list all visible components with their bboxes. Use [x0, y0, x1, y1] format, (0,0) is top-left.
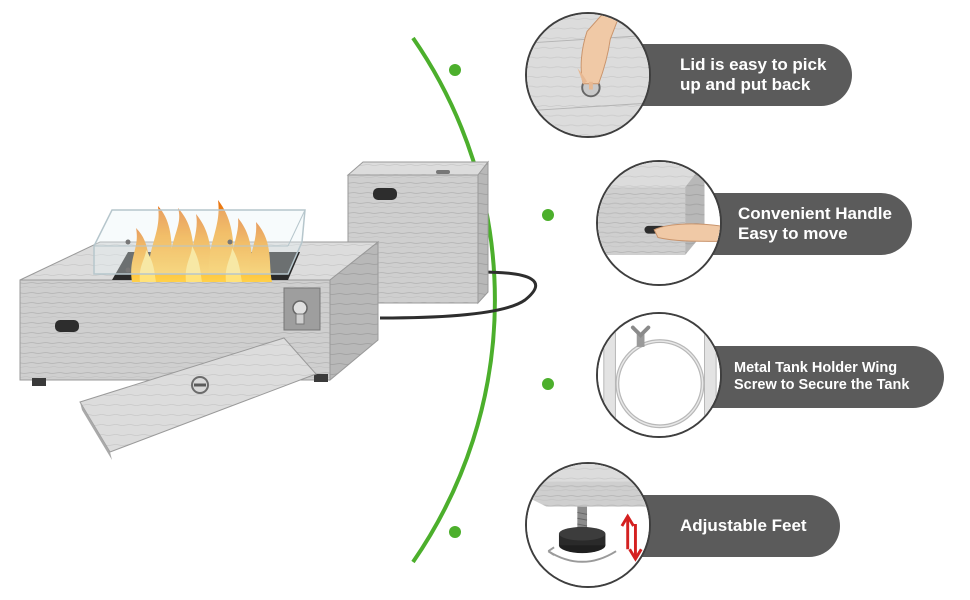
feature-text-line1: Metal Tank Holder Wing [734, 359, 898, 376]
feature-label: Lid is easy to pick up and put back [642, 44, 852, 106]
feature-text-line1: Convenient Handle [738, 203, 892, 223]
feature-label: Convenient Handle Easy to move [712, 193, 912, 255]
feature-label: Adjustable Feet [642, 495, 840, 557]
feature-text-line1: Adjustable Feet [680, 515, 807, 535]
gas-hose [379, 270, 538, 320]
arc-dot [542, 378, 554, 390]
timeline-arc [411, 36, 554, 564]
adjustable-foot-closeup-icon [525, 462, 651, 588]
side-handle-closeup-icon [596, 160, 722, 286]
table-lid [79, 337, 317, 460]
feature-text-line2: up and put back [680, 75, 811, 94]
arc-dot [449, 526, 461, 538]
feature-label: Metal Tank Holder Wing Screw to Secure t… [712, 346, 944, 408]
feature-text-line2: Screw to Secure the Tank [734, 377, 910, 393]
fire-flames [131, 200, 272, 282]
handle-slot [55, 320, 79, 332]
feature-text-line1: Lid is easy to pick [680, 54, 827, 74]
feature-text-line2: Easy to move [738, 224, 848, 243]
arc-dot [449, 64, 461, 76]
arc-dot [542, 209, 554, 221]
handle-slot [373, 188, 397, 200]
lid-handle-closeup-icon [525, 12, 651, 138]
glass-wind-guard [93, 209, 306, 275]
tank-holder-closeup-icon [596, 312, 722, 438]
